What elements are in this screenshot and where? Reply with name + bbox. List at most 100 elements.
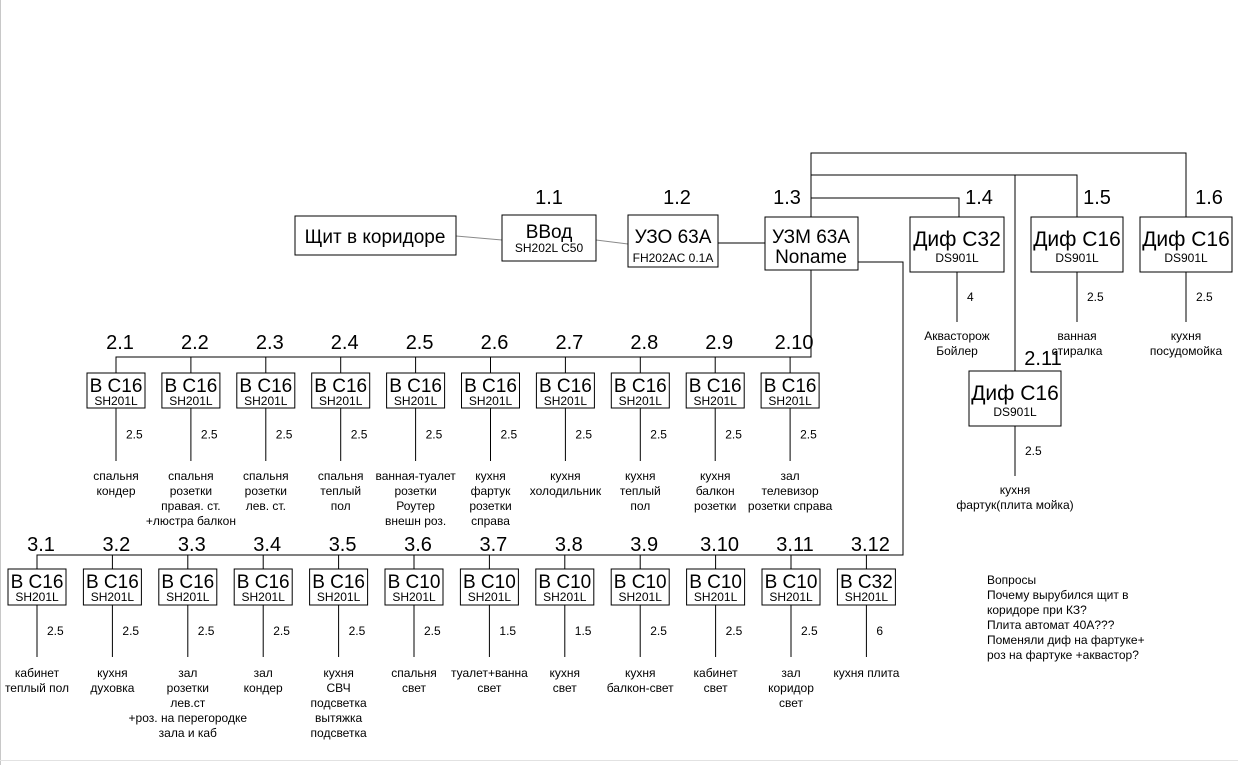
- breaker-description: кухня: [625, 469, 656, 483]
- breaker-description: розетки: [167, 681, 209, 695]
- note-line: Поменяли диф на фартуке+: [987, 633, 1145, 647]
- breaker-number: 3.1: [27, 534, 55, 556]
- breaker-name: В С10: [765, 572, 818, 593]
- breaker-description: спальня: [243, 469, 289, 483]
- breaker-name: В С10: [388, 572, 441, 593]
- breaker-description: кабинет: [694, 666, 739, 680]
- breaker-number: 2.9: [705, 332, 733, 354]
- breaker-description: туалет+ванна: [451, 666, 528, 680]
- main-breaker: 1.1 ВВод SH202L C50: [501, 187, 597, 262]
- breaker-description: ванная-туалет: [375, 469, 456, 483]
- breaker-name: В С10: [614, 572, 667, 593]
- wire-gauge: 2.5: [501, 428, 518, 442]
- wire-gauge: 2.5: [351, 428, 368, 442]
- source-panel: Щит в коридоре: [294, 215, 457, 256]
- breaker-model: SH201L: [394, 394, 438, 408]
- breaker-description: кухня: [700, 469, 731, 483]
- breaker-model: DS901L: [1164, 251, 1208, 265]
- breaker-description: внешн роз.: [385, 514, 446, 528]
- breaker-name: Диф С16: [1142, 228, 1230, 251]
- source-panel-label: Щит в коридоре: [305, 227, 446, 248]
- breaker-model: SH201L: [317, 590, 361, 604]
- breaker-name: Диф С16: [971, 382, 1059, 405]
- breaker-number: 2.6: [481, 332, 509, 354]
- breaker-description: свет: [477, 681, 502, 695]
- breaker-model: SH201L: [91, 590, 135, 604]
- breaker-description: розетки: [469, 499, 511, 513]
- breaker-name: В С16: [164, 376, 217, 397]
- breaker-number: 3.7: [479, 534, 507, 556]
- breaker-description: правая. ст.: [161, 499, 220, 513]
- breaker-model: SH201L: [469, 394, 513, 408]
- breaker-description: подсветка: [311, 726, 367, 740]
- breaker-box: [760, 372, 820, 409]
- breaker-model: SH201L: [319, 394, 363, 408]
- breaker-model: SH201L: [392, 590, 436, 604]
- breaker-box: [161, 372, 221, 409]
- breaker-model: SH201L: [166, 590, 210, 604]
- breaker-description: +люстра балкон: [146, 514, 236, 528]
- left-border: [0, 0, 1, 765]
- breaker-name: В С16: [464, 376, 517, 397]
- wire-input-to-rcd: [595, 239, 629, 245]
- breaker-box: [309, 568, 369, 606]
- breaker-description: кондер: [244, 681, 283, 695]
- breaker-description: спальня: [318, 469, 364, 483]
- breaker-description: кабинет: [15, 666, 60, 680]
- breaker-description: справа: [471, 514, 510, 528]
- breaker-description: посудомойка: [1150, 344, 1223, 358]
- breaker-description: зала и каб: [159, 726, 217, 740]
- wire-relay-to-1-5: [811, 174, 1078, 217]
- note-line: Плита автомат 40А???: [987, 618, 1115, 632]
- voltage-relay-model: Noname: [775, 247, 847, 268]
- breaker-description: вытяжка: [315, 711, 363, 725]
- main-breaker-model: SH202L C50: [515, 241, 584, 255]
- breaker-description: теплый: [320, 484, 361, 498]
- breaker-description: стиралка: [1052, 344, 1103, 358]
- breaker-box: [909, 216, 1005, 273]
- note-line: роз на фартуке +акваcтор?: [987, 648, 1139, 662]
- breaker-description: свет: [704, 681, 729, 695]
- breaker-model: SH201L: [242, 590, 286, 604]
- wire-gauge: 1.5: [499, 624, 516, 638]
- wire-gauge: 4: [967, 290, 974, 304]
- breaker-number: 2.2: [181, 332, 209, 354]
- breaker-number: 3.6: [404, 534, 432, 556]
- breaker-description: спальня: [391, 666, 437, 680]
- breaker-description: СВЧ: [327, 681, 351, 695]
- breaker-number: 2.10: [775, 332, 814, 354]
- breaker-description: зал: [254, 666, 273, 680]
- wire-gauge: 2.5: [47, 624, 64, 638]
- breaker-model: SH201L: [169, 394, 213, 408]
- wire-gauge: 2.5: [1087, 290, 1104, 304]
- breaker-description: балкон-свет: [607, 681, 674, 695]
- wire-gauge: 2.5: [801, 624, 818, 638]
- breaker-number: 2.11: [1024, 348, 1061, 370]
- wire-gauge: 2.5: [122, 624, 139, 638]
- rcd-device: 1.2 УЗО 63А FH202AC 0.1A: [627, 187, 719, 268]
- breaker-number: 3.11: [776, 534, 813, 556]
- voltage-relay-box: [764, 216, 859, 271]
- breaker-name: В С16: [161, 572, 214, 593]
- breaker-2-6: 2.6В С16SH201L2.5кухняфартукрозеткисправ…: [461, 332, 520, 528]
- wire-gauge: 2.5: [276, 428, 293, 442]
- breaker-description: фартук: [471, 484, 512, 498]
- breaker-name: В С16: [86, 572, 139, 593]
- wire-gauge: 2.5: [650, 428, 667, 442]
- breaker-description: зал: [781, 666, 800, 680]
- breaker-name: В С10: [463, 572, 516, 593]
